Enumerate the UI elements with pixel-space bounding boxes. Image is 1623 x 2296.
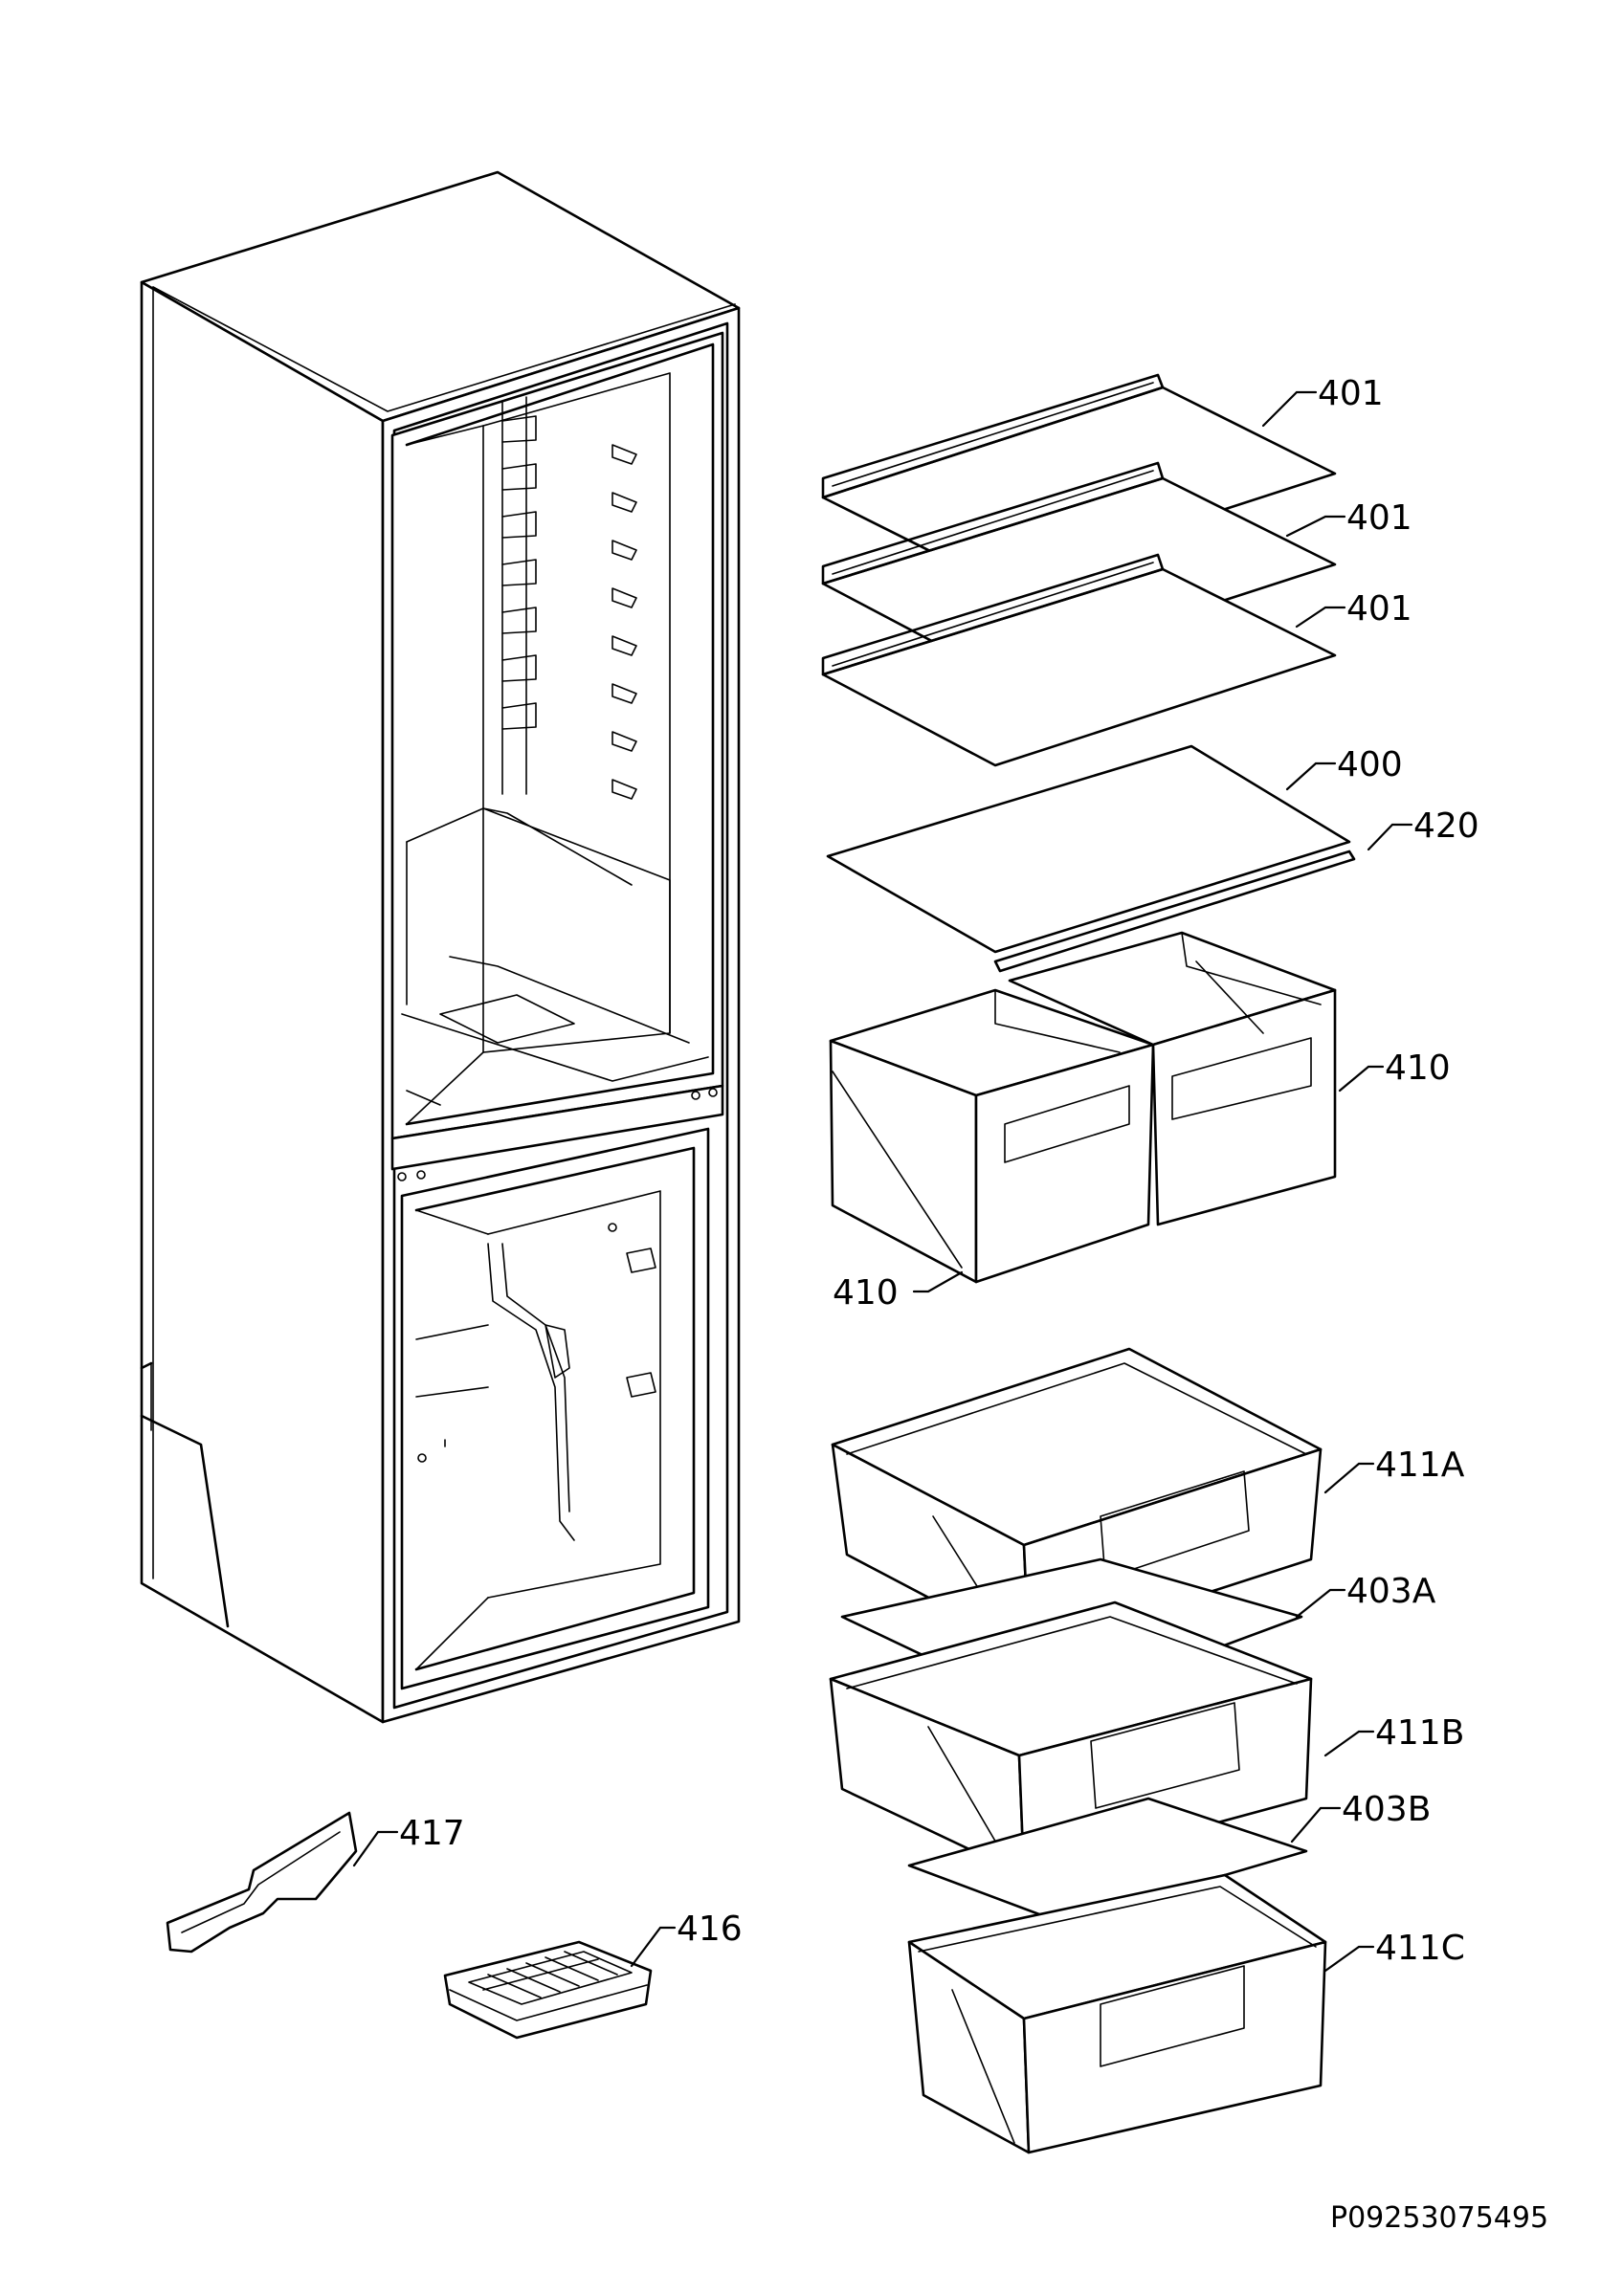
crisper-drawer-410-right (1008, 931, 1337, 1226)
callout-401-top: 401 (1318, 374, 1384, 413)
glass-plate-403B (907, 1797, 1308, 1925)
refrigerator-cabinet (140, 170, 741, 1724)
callout-403A: 403A (1346, 1572, 1436, 1611)
callout-420: 420 (1413, 806, 1479, 846)
callout-417: 417 (399, 1814, 465, 1853)
ice-scoop-417 (166, 1811, 358, 1954)
freezer-drawer-411C (907, 1873, 1327, 2154)
callout-leaders (352, 390, 1413, 1973)
callout-410-left: 410 (833, 1273, 899, 1313)
callout-411B: 411B (1375, 1713, 1464, 1753)
glass-shelf-400 (826, 744, 1351, 954)
strip-420 (993, 850, 1356, 973)
callout-416: 416 (677, 1910, 743, 1949)
callout-411A: 411A (1375, 1446, 1465, 1485)
callout-401-bottom: 401 (1346, 589, 1412, 629)
shelf-supports (611, 444, 637, 800)
ice-cube-tray-416 (443, 1940, 653, 2040)
crisper-drawer-410-left (829, 988, 1155, 1284)
shelf-rails (501, 396, 537, 795)
callout-411C: 411C (1375, 1929, 1465, 1968)
glass-shelf-401-bottom (821, 553, 1337, 767)
callout-401-middle: 401 (1346, 498, 1412, 538)
callout-400: 400 (1337, 745, 1403, 784)
document-id: P09253075495 (1330, 2201, 1548, 2235)
callout-410-right: 410 (1385, 1049, 1451, 1088)
callout-403B: 403B (1342, 1790, 1431, 1829)
